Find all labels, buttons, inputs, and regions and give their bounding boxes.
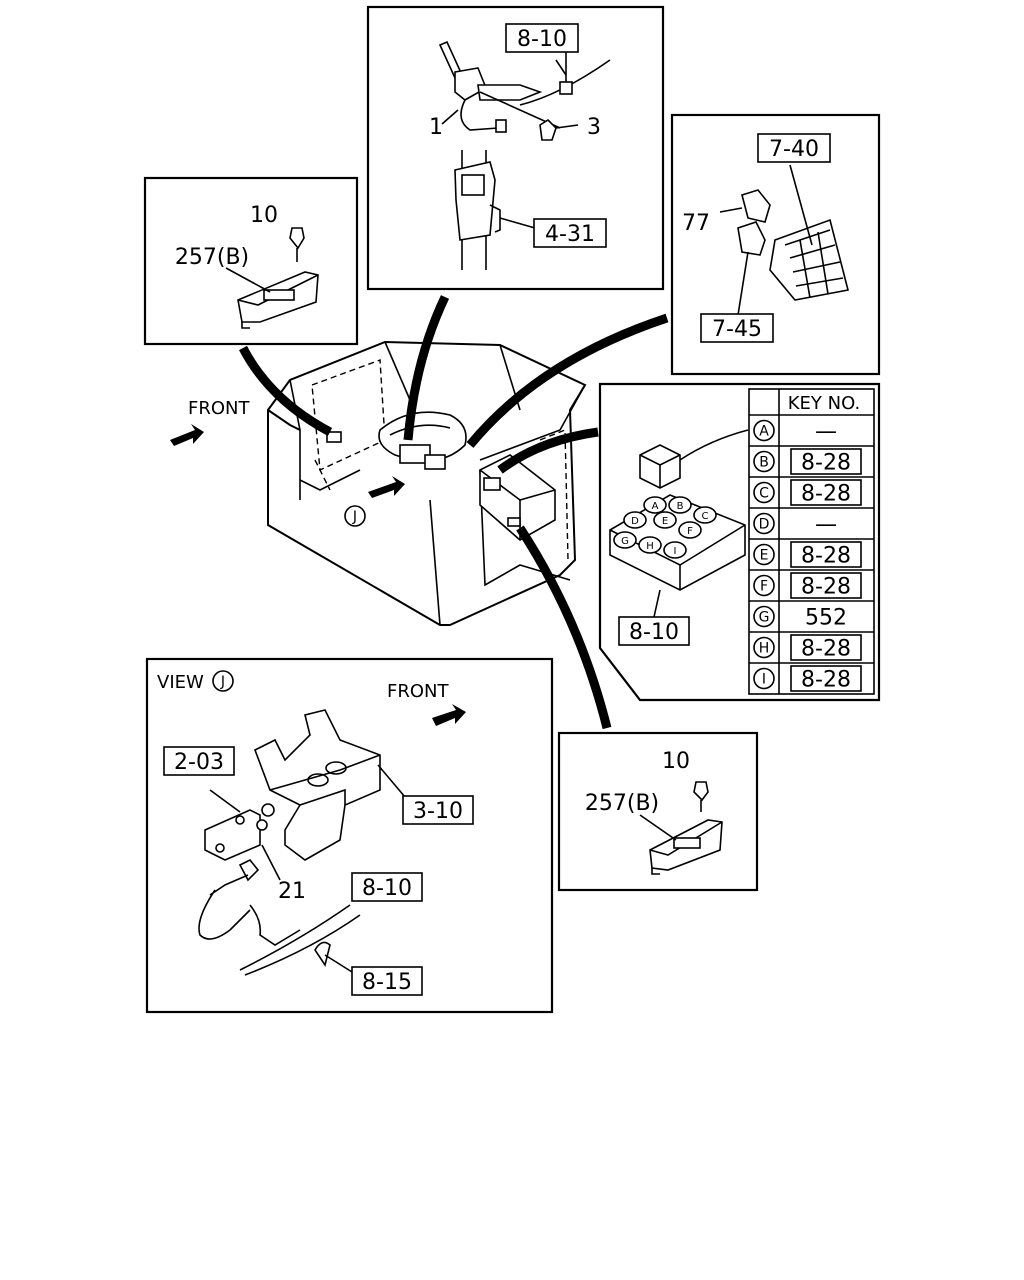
key-row-value: 8-28: [801, 451, 851, 476]
part-top-screw: 3: [587, 115, 601, 140]
fuse-slot-letter: C: [702, 511, 709, 522]
fuse-slot-letter: A: [652, 501, 659, 512]
ref-relay-block-bottom: 7-45: [700, 313, 774, 343]
view-marker-main-letter: J: [352, 509, 357, 525]
key-row-value: —: [815, 420, 837, 445]
ref-view-harness-upper-text: 8-10: [362, 876, 412, 901]
front-label-main: FRONT: [188, 398, 250, 419]
front-label-view: FRONT: [387, 681, 449, 702]
key-row-value: 552: [805, 606, 847, 631]
key-row-value: 8-28: [801, 668, 851, 693]
key-row-letter: A: [759, 424, 769, 440]
leader-right-switch: [516, 525, 612, 730]
key-row-letter: H: [759, 641, 770, 657]
fuse-slot-letter: B: [677, 501, 684, 512]
fuse-slot-f: F: [678, 521, 702, 539]
ref-top-harness-text: 8-10: [517, 27, 567, 52]
part-sensor: 21: [278, 879, 306, 904]
ref-fuse-box: 8-10: [618, 616, 690, 646]
fuse-slot-i: I: [663, 541, 687, 559]
part-switch-screw-left: 10: [250, 203, 278, 228]
view-label-text: VIEW: [157, 672, 204, 693]
key-row-value: 8-28: [801, 544, 851, 569]
key-row-value: —: [815, 513, 837, 538]
key-row-letter: I: [762, 672, 766, 688]
key-row-i: I 8-28: [749, 662, 874, 693]
box-view-j: [145, 657, 554, 1014]
fuse-slot-a: A: [643, 496, 667, 514]
part-switch-screw-right: 10: [662, 749, 690, 774]
fuse-slot-e: E: [653, 511, 677, 529]
key-row-value: 8-28: [801, 637, 851, 662]
ref-fuse-box-text: 8-10: [629, 620, 679, 645]
fuse-slots: A B C D E F G H I: [613, 496, 717, 559]
key-row-b: B 8-28: [749, 445, 874, 476]
ref-view-harness-lower-text: 8-15: [362, 970, 412, 995]
fuse-slot-c: C: [693, 506, 717, 524]
dashboard-main-view: [170, 340, 587, 626]
box-right-switch: [557, 731, 759, 892]
ref-relay-block-top-text: 7-40: [769, 137, 819, 162]
part-top-switch: 1: [429, 115, 443, 140]
ref-top-harness: 8-10: [505, 23, 579, 53]
key-row-letter: D: [759, 517, 770, 533]
fuse-slot-d: D: [623, 511, 647, 529]
fuse-slot-g: G: [613, 531, 637, 549]
fuse-slot-h: H: [638, 536, 662, 554]
key-row-c: C 8-28: [749, 476, 874, 507]
ref-view-harness-lower: 8-15: [351, 966, 423, 996]
leader-fuse: [497, 427, 599, 474]
leader-relay: [466, 313, 669, 448]
ref-relay-block-bottom-text: 7-45: [712, 317, 762, 342]
key-table-header: KEY NO.: [788, 393, 861, 414]
part-switch-right: 257(B): [585, 791, 659, 816]
key-row-f: F 8-28: [749, 569, 874, 600]
ref-relay-block-top: 7-40: [757, 133, 831, 163]
ref-view-stay-text: 3-10: [413, 799, 463, 824]
view-marker-box-letter: J: [220, 674, 225, 690]
fuse-slot-letter: E: [662, 516, 668, 527]
fuse-slot-letter: H: [646, 541, 654, 552]
leader-top-switch: [403, 295, 450, 441]
fuse-slot-letter: D: [631, 516, 639, 527]
key-row-value: 8-28: [801, 575, 851, 600]
key-row-letter: C: [759, 486, 769, 502]
key-row-h: H 8-28: [749, 631, 874, 662]
box-combination-switch: [366, 5, 665, 291]
fuse-slot-b: B: [668, 496, 692, 514]
ref-top-bracket-text: 4-31: [545, 222, 595, 247]
view-marker-box: J: [212, 670, 234, 692]
key-row-e: E 8-28: [749, 538, 874, 569]
ref-view-bracket: 2-03: [163, 746, 235, 776]
fuse-slot-letter: F: [687, 526, 693, 537]
key-row-g: G 552: [749, 600, 874, 631]
view-marker-main: J: [344, 505, 366, 527]
key-row-letter: E: [760, 548, 769, 564]
ref-view-bracket-text: 2-03: [174, 750, 224, 775]
fuse-slot-letter: G: [621, 536, 629, 547]
key-row-letter: B: [759, 455, 769, 471]
fuse-slot-letter: I: [674, 546, 677, 557]
key-row-value: 8-28: [801, 482, 851, 507]
ref-view-stay: 3-10: [402, 795, 474, 825]
box-left-switch: [143, 176, 359, 346]
part-relay: 77: [682, 211, 710, 236]
box-relay: [670, 113, 881, 376]
key-row-a: A—: [749, 414, 874, 445]
key-row-d: D—: [749, 507, 874, 538]
key-row-letter: G: [759, 610, 770, 626]
leader-left-switch: [239, 345, 333, 436]
ref-view-harness-upper: 8-10: [351, 872, 423, 902]
key-row-letter: F: [760, 579, 768, 595]
ref-top-bracket: 4-31: [533, 218, 607, 248]
part-switch-left: 257(B): [175, 245, 249, 270]
